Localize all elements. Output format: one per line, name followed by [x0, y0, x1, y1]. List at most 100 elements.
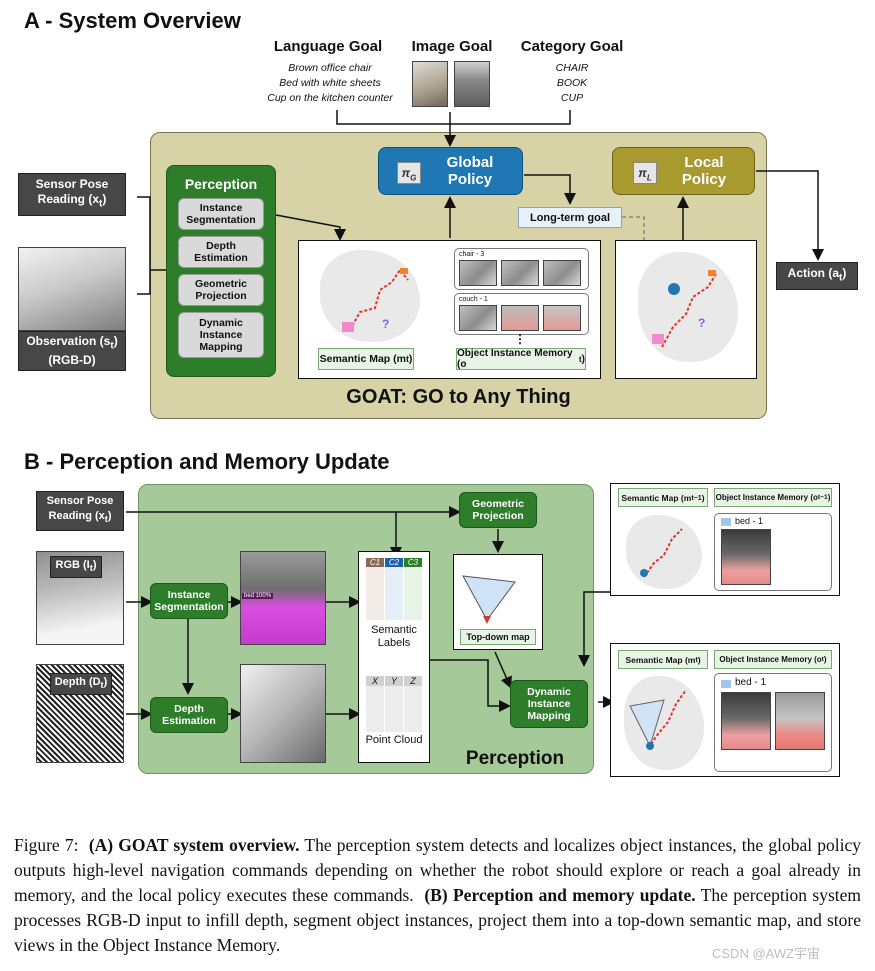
observation-line1: Observation (st)	[26, 334, 117, 353]
semantic-map-a-trajectory: ?	[342, 268, 409, 332]
section-b-connectors	[126, 506, 615, 720]
memory-thumb	[501, 305, 539, 331]
observation-sub: t	[110, 340, 114, 352]
long-term-goal-box: Long-term goal	[518, 207, 622, 228]
sensor-pose-sub: t	[99, 198, 103, 210]
point-col-y-head: Y	[385, 676, 403, 686]
top-down-map-graphic	[462, 575, 516, 624]
image-goal-heading: Image Goal	[411, 38, 493, 55]
local-policy-box: πL Local Policy	[612, 147, 755, 195]
global-policy-line2: Policy	[447, 171, 493, 188]
depth-text-wrap: Depth (Dt)	[55, 675, 108, 693]
sensor-pose-b-line2: Reading (xt)	[49, 509, 112, 527]
sensor-pose-box: Sensor Pose Reading (xt)	[18, 173, 126, 216]
semantic-col-c1: C1	[366, 558, 385, 620]
depth-sub: t	[100, 680, 104, 691]
memory-thumb	[543, 305, 581, 331]
point-col-z-head: Z	[404, 676, 422, 686]
curr-mem-close: )	[823, 655, 827, 664]
category-goal-item: CUP	[560, 92, 584, 104]
svg-text:?: ?	[382, 317, 389, 331]
object-memory-close: )	[581, 353, 585, 365]
sensor-pose-line1: Sensor Pose	[35, 177, 109, 192]
category-goal-item: CHAIR	[555, 62, 589, 74]
curr-map-text: Semantic Map (m	[625, 654, 696, 665]
sensor-pose-b-close: )	[107, 510, 112, 523]
semantic-map-close: )	[408, 353, 413, 365]
depth-estimation-b: Depth Estimation	[150, 697, 228, 733]
semantic-labels-table: C1 C2 C3	[366, 558, 422, 620]
prev-bed-photo	[721, 529, 771, 585]
svg-text:?: ?	[698, 316, 705, 330]
global-policy-symbol: πG	[397, 162, 421, 184]
semantic-map-sub: t	[405, 354, 409, 364]
curr-map-trajectory	[629, 689, 687, 750]
section-a-title: A - System Overview	[24, 8, 241, 33]
pi-symbol: π	[401, 166, 411, 180]
prev-map-text: Semantic Map (m	[621, 492, 692, 503]
prev-map-trajectory	[640, 528, 683, 578]
category-goal-heading: Category Goal	[520, 38, 624, 55]
depth-label: Depth (Dt)	[50, 673, 112, 695]
perception-title-b: Perception	[465, 748, 565, 769]
semantic-labels-caption: Semantic Labels	[371, 624, 417, 649]
curr-bed-photo-2	[775, 692, 825, 750]
language-goal-item: Brown office chair	[288, 62, 372, 74]
depth-text: Depth (D	[54, 675, 101, 688]
curr-mem-sub: t	[821, 656, 824, 663]
action-box: Action (at)	[776, 262, 858, 290]
prev-mem-close: )	[827, 493, 831, 502]
action-text: Action (a	[787, 266, 839, 281]
sensor-pose-b-sub: t	[104, 514, 108, 525]
object-memory-sub: t	[578, 354, 582, 364]
watermark: CSDN @AWZ宇宙	[712, 946, 821, 961]
depth-estimation-module: Depth Estimation	[178, 236, 264, 268]
bed-swatch-icon	[721, 518, 731, 526]
bed-swatch-icon	[721, 680, 731, 688]
dynamic-instance-mapping-b: Dynamic Instance Mapping	[510, 680, 588, 728]
semantic-col-c2-head: C2	[385, 558, 403, 567]
memory-thumb	[459, 305, 497, 331]
curr-memory-card: bed - 1	[714, 673, 832, 772]
curr-mem-text: Object Instance Memory (o	[719, 655, 822, 664]
action-sub: t	[839, 272, 843, 284]
memory-row-couch: couch - 1	[454, 293, 589, 335]
figure-caption: Figure 7: (A) GOAT system overview. The …	[14, 833, 861, 958]
caption-a-text: The perception system detects and locali…	[14, 835, 862, 905]
image-goal-chair-photo	[412, 61, 448, 107]
prev-mem-sub: t−1	[817, 494, 828, 501]
point-col-x: X	[366, 676, 385, 732]
semantic-col-c3-head: C3	[404, 558, 422, 567]
caption-b-bold: (B) Perception and memory update.	[424, 885, 696, 905]
memory-row-couch-label: couch - 1	[459, 296, 488, 303]
language-goal-list: Brown office chair Bed with white sheets…	[250, 61, 410, 106]
prev-map-sub: t−1	[691, 493, 702, 502]
rgb-label: RGB (It)	[50, 556, 102, 578]
point-cloud-caption: Point Cloud	[365, 734, 423, 746]
semantic-col-c1-head: C1	[366, 558, 384, 567]
memory-row-chair-label: chair - 3	[459, 251, 485, 258]
semantic-col-c3: C3	[404, 558, 422, 620]
geometric-projection-module: Geometric Projection	[178, 274, 264, 306]
prev-mem-text: Object Instance Memory (o	[715, 493, 818, 502]
language-goal-heading: Language Goal	[273, 38, 383, 55]
instance-segmentation-b: Instance Segmentation	[150, 583, 228, 619]
sensor-pose-box-b: Sensor Pose Reading (xt)	[36, 491, 124, 531]
category-goal-item: BOOK	[556, 77, 588, 89]
sensor-pose-b-text: Reading (x	[48, 510, 105, 523]
goat-title: GOAT: GO to Any Thing	[346, 386, 571, 408]
global-policy-line1: Global	[446, 154, 494, 171]
language-goal-item: Cup on the kitchen counter	[267, 92, 393, 104]
rgb-sub: t	[89, 563, 93, 574]
observation-photo	[18, 247, 126, 331]
pi-symbol: π	[638, 166, 647, 180]
memory-ellipsis: ⋮	[514, 332, 526, 346]
caption-a-bold: (A) GOAT system overview.	[88, 835, 300, 855]
pi-sub: L	[646, 173, 652, 183]
memory-thumb	[543, 260, 581, 286]
sensor-pose-line2: Reading (xt)	[38, 192, 107, 211]
curr-map-close: )	[697, 654, 701, 665]
